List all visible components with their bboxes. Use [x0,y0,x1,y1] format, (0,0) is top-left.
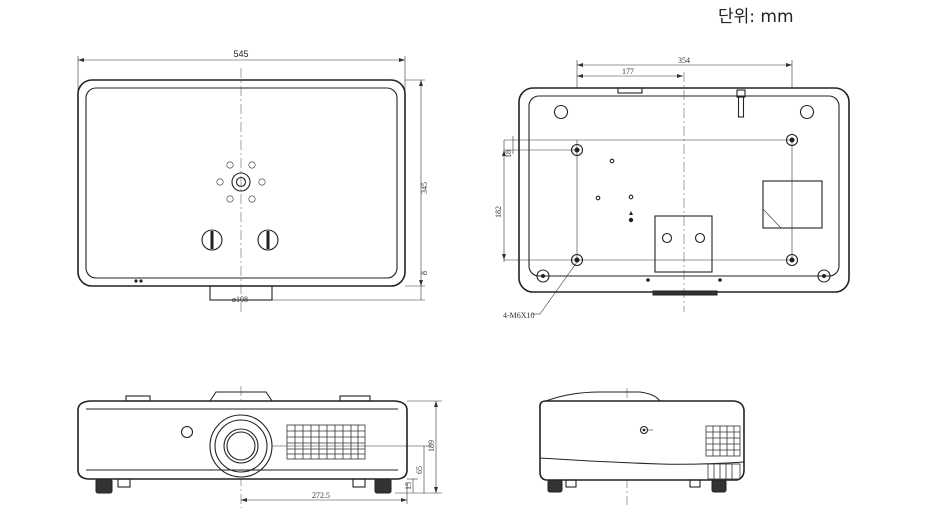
top-offset-dimension: 8 [420,271,429,275]
lens-diameter-dimension: ø108 [232,295,248,304]
side-view [539,388,745,505]
mount-hole-icon [785,253,799,267]
mount-hole-icon [570,143,584,157]
bottom-view: 354 177 182 [494,56,850,320]
unit-label: 단위: mm [718,7,794,27]
mount-offset-dimension: 177 [622,67,634,76]
top-depth-dimension: 345 [420,182,429,194]
mount-depth-dimension: 182 [494,206,503,218]
top-view: 545 ø108 345 [77,49,429,312]
screw-icon [257,229,279,251]
front-height-dimension: 189 [427,440,436,452]
mount-edge-dimension: 18 [504,150,513,158]
foot-height-dimension: 15 [404,482,413,490]
mount-span-dimension: 354 [678,56,690,65]
screw-icon [201,229,223,251]
lens-offset-dimension: 272.5 [312,491,330,500]
top-width-dimension: 545 [233,49,248,59]
screw-note: 4-M6X10 [503,311,535,320]
mount-hole-icon [570,253,584,267]
front-view: 272.5 189 65 15 [77,386,442,508]
mount-hole-icon [785,133,799,147]
lens-height-dimension: 65 [415,466,424,474]
